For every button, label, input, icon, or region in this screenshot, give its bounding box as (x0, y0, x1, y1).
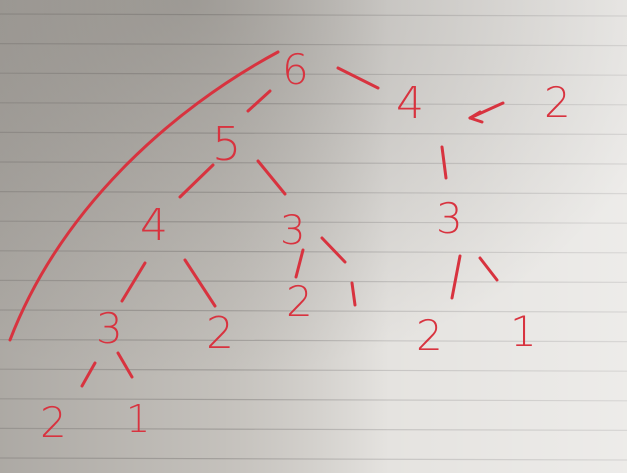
node-1-bottom-left: 1 (126, 397, 150, 441)
node-2-middle: 2 (286, 277, 313, 326)
edge-5-4l (178, 163, 215, 199)
edge-6-5 (246, 89, 272, 113)
node-2-right-bottom: 2 (416, 311, 443, 360)
node-1-right-bottom: 1 (510, 307, 537, 356)
edge-4l-2b (183, 258, 217, 308)
sweep-arc (8, 50, 280, 342)
node-4-left: 4 (140, 200, 168, 251)
edge-3r-2d (450, 254, 462, 300)
edge-3l-2a (80, 361, 97, 388)
node-3-right: 3 (436, 194, 463, 243)
node-3-middle: 3 (280, 208, 305, 254)
node-2-bottom-left: 2 (40, 398, 67, 447)
tree-labels: 6 4 2 5 4 3 3 3 2 2 1 2 1 2 1 (40, 45, 571, 447)
edge-3m-1c-lower (350, 281, 357, 307)
edge-3m-1c-upper (320, 236, 347, 264)
edge-3r-1d (478, 256, 499, 282)
edge-6-4r (336, 66, 380, 90)
edge-4r-3r (440, 145, 448, 180)
ink-strokes (8, 50, 505, 388)
edge-3l-1a (116, 351, 134, 379)
node-5: 5 (212, 117, 241, 171)
arrow-head (468, 110, 484, 124)
edge-5-3m (256, 159, 287, 196)
node-4-right: 4 (396, 78, 424, 129)
node-3-left: 3 (96, 304, 123, 353)
node-2-center: 2 (206, 308, 234, 359)
edge-3m-2c (294, 248, 305, 279)
node-6: 6 (282, 45, 309, 94)
node-2-right: 2 (544, 78, 571, 127)
edge-4l-3l (120, 261, 147, 303)
